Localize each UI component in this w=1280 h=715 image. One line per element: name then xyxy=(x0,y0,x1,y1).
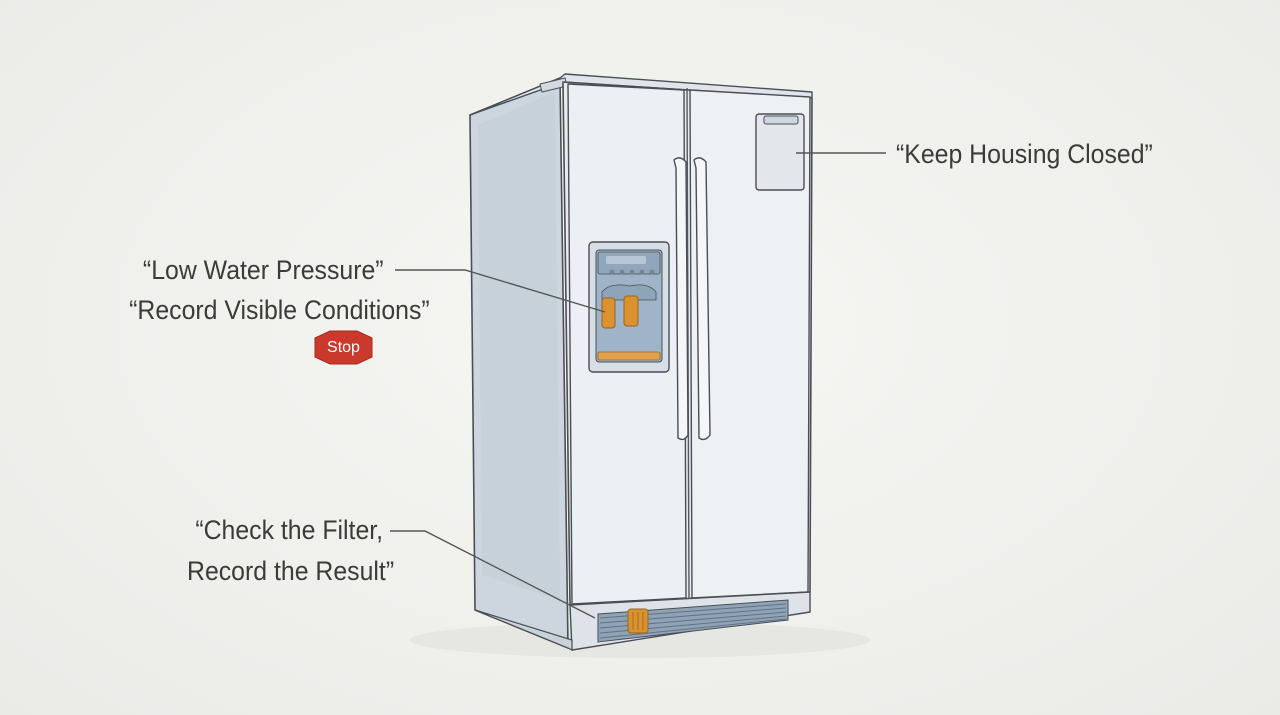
leader-line-filter xyxy=(390,530,596,619)
dispenser-spout-area xyxy=(601,284,657,301)
stop-badge-octagon xyxy=(314,330,373,365)
callout-low-water-pressure: “Low Water Pressure” xyxy=(143,255,384,285)
dispenser-display xyxy=(606,256,646,264)
dispenser-paddle-right xyxy=(623,295,639,327)
leader-line-pressure xyxy=(395,269,606,313)
callout-record-the-result: Record the Result” xyxy=(186,556,394,586)
fridge-side-shade xyxy=(478,92,560,600)
freezer-handle xyxy=(673,157,689,441)
callout-keep-housing-closed: “Keep Housing Closed” xyxy=(896,139,1153,169)
dispenser-drip-tray xyxy=(597,351,661,361)
filter-housing-cap xyxy=(763,115,799,125)
dispenser-buttons xyxy=(609,269,655,275)
dispenser-paddle-left xyxy=(601,297,616,329)
filter-housing xyxy=(755,113,805,191)
base-side xyxy=(474,609,573,651)
stop-badge-label: Stop xyxy=(327,339,360,356)
base-filter-cap-ridges xyxy=(632,612,644,630)
callout-record-visible-conditions: “Record Visible Conditions” xyxy=(129,295,430,325)
callout-check-the-filter: “Check the Filter, xyxy=(195,515,383,545)
fridge-handle xyxy=(693,157,711,441)
